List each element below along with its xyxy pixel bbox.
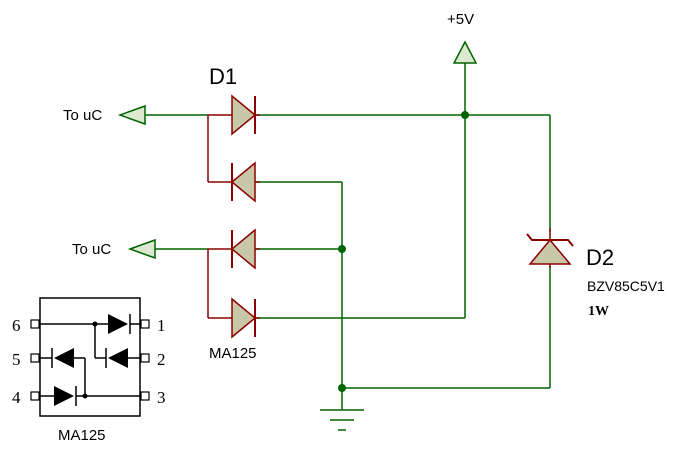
wires (145, 63, 551, 410)
d1-diode-3 (230, 228, 256, 270)
pin-number: 3 (157, 388, 166, 407)
ground-icon (320, 409, 364, 431)
pin-number: 6 (12, 316, 21, 335)
d2-power-label: 1W (588, 304, 609, 319)
package-pinout: 6 5 4 1 2 3 MA125 (12, 297, 166, 444)
junction-dot (461, 111, 469, 119)
pin-number: 5 (12, 350, 21, 369)
pin-number: 2 (157, 350, 166, 369)
junction-dot (338, 245, 346, 253)
d2-part-label: BZV85C5V1 (587, 278, 665, 294)
junction-dot (338, 384, 346, 392)
to-uc-top-label: To uC (63, 107, 102, 124)
d1-part-label: MA125 (209, 345, 257, 362)
d1-diode-4 (231, 297, 257, 339)
d1-reference: D1 (209, 64, 237, 89)
pin-number: 1 (157, 316, 166, 335)
d2-reference: D2 (586, 245, 614, 270)
d1-leads (207, 114, 260, 319)
supply-label: +5V (447, 11, 474, 28)
package-body (39, 297, 141, 417)
supply-arrow-icon (452, 40, 478, 64)
d1-diode-1 (231, 94, 257, 136)
to-uc-bottom-label: To uC (72, 241, 111, 258)
to-uc-top-terminal (117, 104, 146, 126)
to-uc-bottom-terminal (127, 238, 156, 260)
d2-zener-diode (526, 228, 574, 268)
package-name: MA125 (58, 427, 106, 444)
pin-number: 4 (12, 388, 21, 407)
d1-diode-2 (230, 161, 256, 203)
